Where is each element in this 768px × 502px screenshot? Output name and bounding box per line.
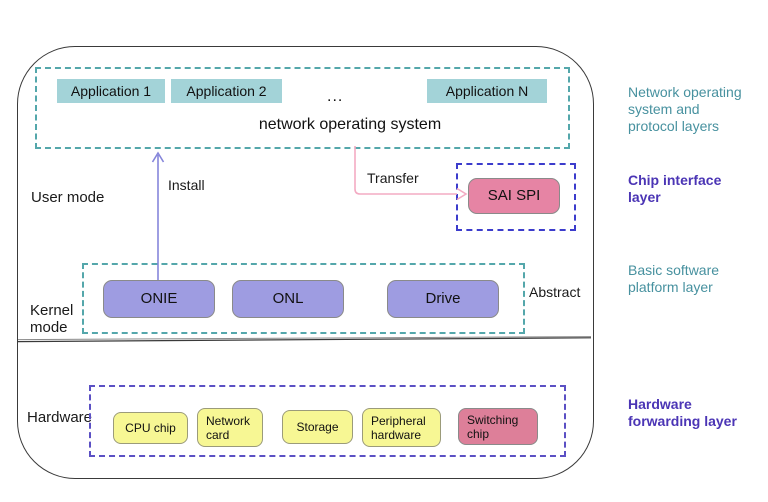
hardware-dashed-region bbox=[89, 385, 566, 457]
nos-dashed-region bbox=[35, 67, 570, 149]
legend-hardware-forwarding-layer: Hardware forwarding layer bbox=[628, 396, 737, 429]
kernel-mode-label: Kernel mode bbox=[30, 302, 74, 336]
legend-chip-interface-layer: Chip interface layer bbox=[628, 172, 722, 205]
application-n-box: Application N bbox=[427, 79, 547, 103]
onl-box: ONL bbox=[232, 280, 344, 318]
nos-title: network operating system bbox=[258, 116, 442, 133]
legend-nos-protocol-layer: Network operating system and protocol la… bbox=[628, 84, 742, 134]
storage-box: Storage bbox=[282, 410, 353, 444]
user-mode-label: User mode bbox=[31, 189, 105, 206]
network-card-box: Network card bbox=[197, 408, 263, 447]
hardware-label: Hardware bbox=[27, 409, 93, 426]
sai-spi-box: SAI SPI bbox=[468, 178, 560, 214]
kernel-dashed-region bbox=[82, 263, 525, 334]
legend-basic-software-platform-layer: Basic software platform layer bbox=[628, 262, 720, 295]
transfer-label: Transfer bbox=[367, 170, 419, 186]
install-label: Install bbox=[168, 177, 205, 193]
application-1-box: Application 1 bbox=[57, 79, 165, 103]
switching-chip-box: Switching chip bbox=[458, 408, 538, 445]
application-2-box: Application 2 bbox=[171, 79, 282, 103]
system-boundary-box bbox=[17, 46, 594, 479]
applications-ellipsis: ... bbox=[327, 88, 344, 105]
onie-box: ONIE bbox=[103, 280, 215, 318]
abstract-label: Abstract bbox=[529, 284, 581, 300]
drive-box: Drive bbox=[387, 280, 499, 318]
peripheral-hardware-box: Peripheral hardware bbox=[362, 408, 441, 447]
cpu-chip-box: CPU chip bbox=[113, 412, 188, 444]
